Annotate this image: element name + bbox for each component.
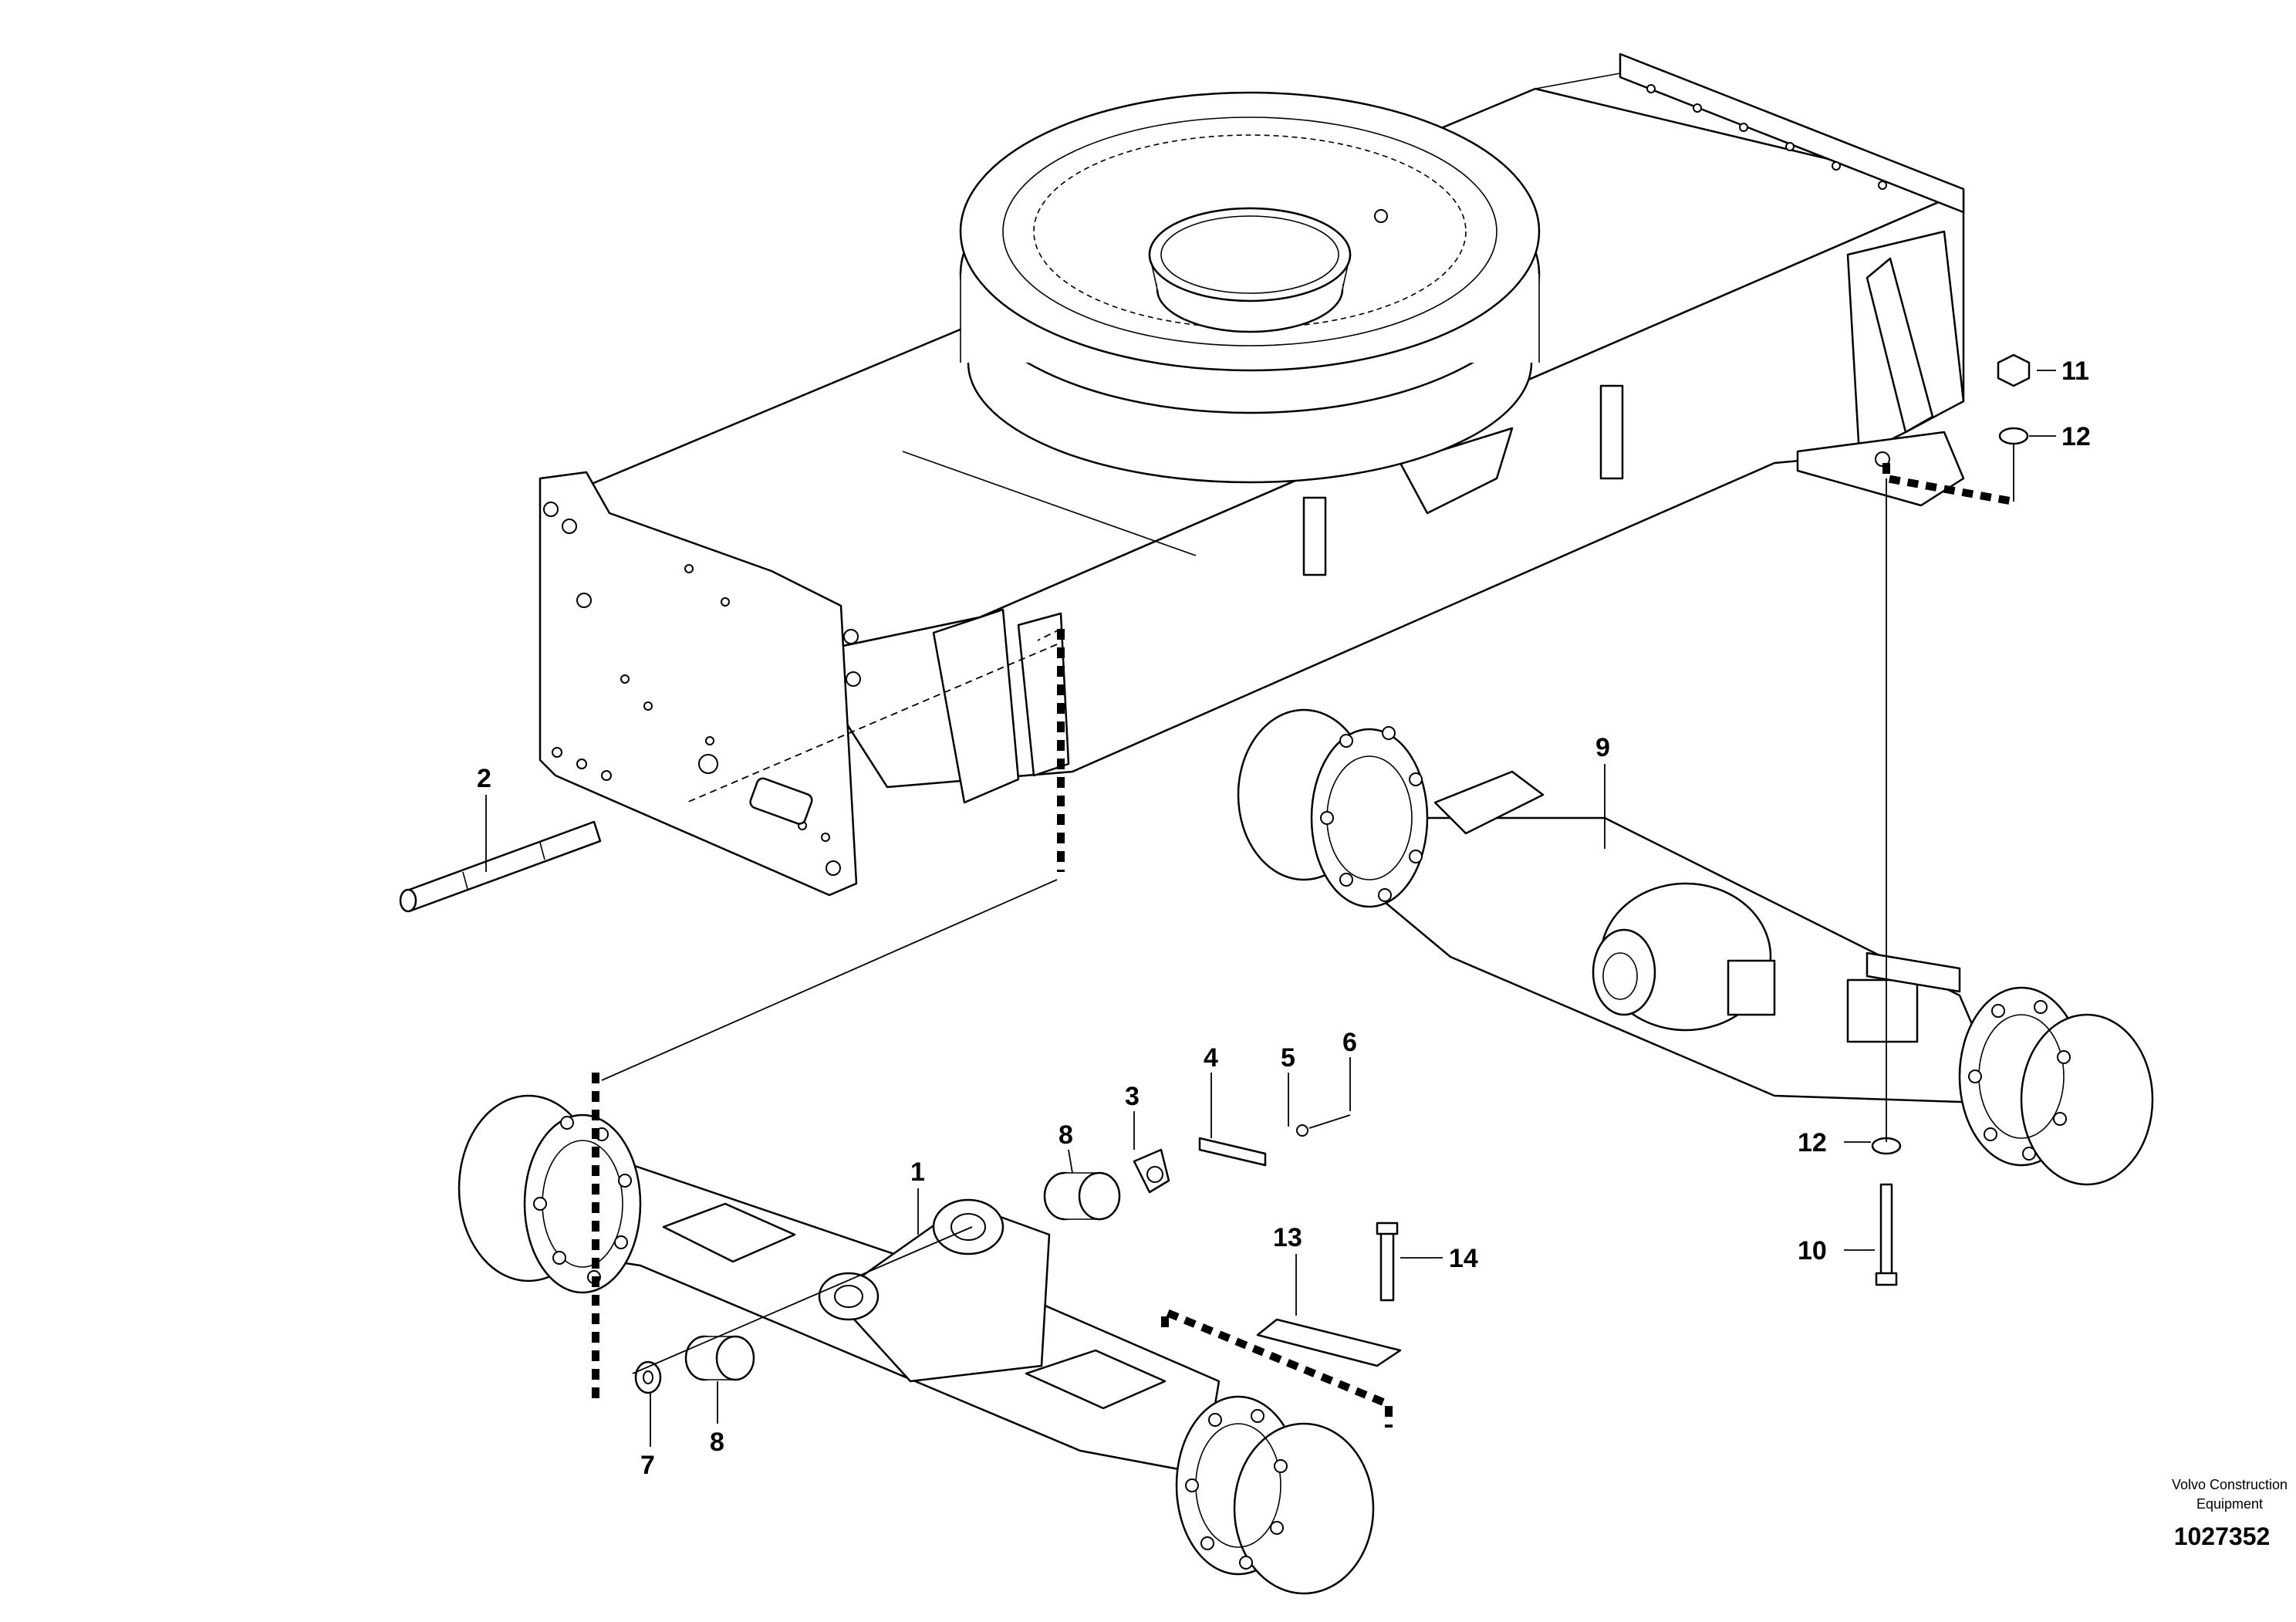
slewing-ring [959,91,1541,484]
callout-10: 10 [1798,1236,1827,1265]
callout-5: 5 [1281,1043,1295,1073]
callout-12-lower: 12 [1798,1128,1827,1157]
assembly-lines [592,444,2014,1428]
callout-11: 11 [2061,357,2089,386]
callout-13: 13 [1273,1223,1302,1252]
callout-labels: 1 2 3 4 5 6 7 8 8 9 10 11 12 12 13 14 [477,357,2091,1480]
callout-7: 7 [640,1451,655,1480]
document-number: 1027352 [2174,1522,2271,1550]
callout-12-upper: 12 [2061,422,2091,451]
callout-2: 2 [477,764,491,793]
callout-3: 3 [1125,1082,1140,1111]
callout-8-upper: 8 [1059,1120,1073,1150]
publisher-line-1: Volvo Construction [2172,1477,2288,1492]
callout-14: 14 [1449,1244,1478,1273]
callout-9: 9 [1595,733,1610,762]
front-axle [458,1094,1375,1595]
callout-1: 1 [910,1157,925,1187]
title-block: Volvo Construction Equipment 1027352 [2172,1477,2288,1550]
rear-axle [1237,708,2154,1186]
callout-4: 4 [1204,1043,1218,1073]
callout-8-lower: 8 [710,1428,724,1457]
callout-6: 6 [1342,1028,1357,1057]
publisher-line-2: Equipment [2196,1496,2263,1512]
loose-parts [399,353,2031,1394]
